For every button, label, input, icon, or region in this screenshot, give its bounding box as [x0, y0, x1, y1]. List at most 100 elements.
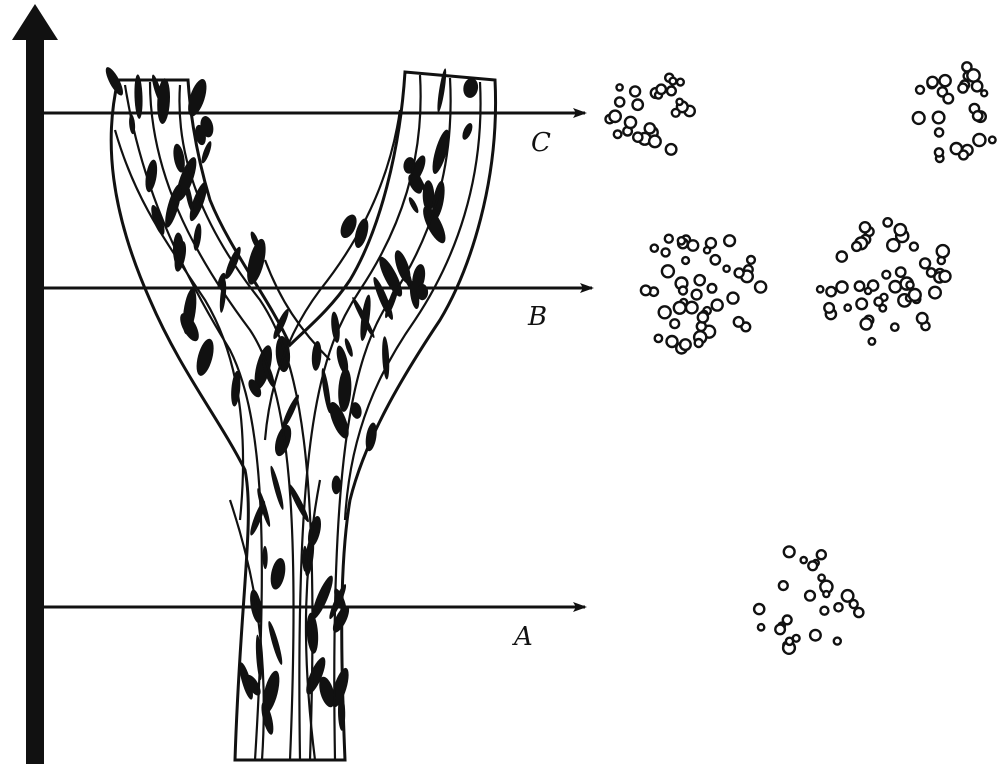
cell-dot [875, 298, 883, 306]
cell-dot [861, 318, 872, 329]
cell-dot [641, 286, 651, 296]
cell-dot [682, 257, 689, 264]
cell-dot [680, 339, 691, 350]
cell-dot [929, 287, 941, 299]
cell-dot [935, 148, 943, 156]
cell-dot [758, 624, 764, 630]
cell-dot [944, 94, 954, 104]
cross-section-c-left [606, 74, 695, 155]
cell-dot [842, 590, 854, 602]
cell-dot [927, 77, 937, 87]
cell-dot [708, 284, 717, 293]
cell-dot [917, 313, 928, 324]
cell-dot [724, 235, 735, 246]
cell-dot [670, 78, 677, 85]
cell-dot [852, 242, 861, 251]
cell-dot [686, 302, 698, 314]
cell-dot [845, 305, 851, 311]
cell-dot [801, 557, 807, 563]
cell-dot [940, 271, 951, 282]
cell-dot [895, 224, 906, 235]
cell-dot [855, 282, 864, 291]
left-branch [111, 72, 495, 760]
cell-dot [728, 293, 739, 304]
cell-dot [645, 123, 655, 133]
cell-dot [817, 550, 826, 559]
cell-dot [672, 109, 680, 117]
cell-dot [882, 271, 890, 279]
cell-dot [711, 255, 720, 264]
cell-dot [920, 258, 930, 268]
cell-dot [910, 243, 918, 251]
cell-dot [810, 630, 821, 641]
cell-dot [747, 256, 755, 264]
cross-section-a [754, 546, 863, 653]
label-b: B [527, 302, 547, 332]
cell-dot [677, 79, 684, 86]
cell-dot [692, 290, 702, 300]
cell-dot [884, 218, 892, 226]
cell-dot [735, 268, 744, 277]
cell-dot [805, 591, 815, 601]
cell-dot [724, 266, 730, 272]
cell-dot [896, 267, 905, 276]
cell-dot [906, 281, 913, 288]
cell-dot [651, 245, 658, 252]
cross-section-c-right [913, 62, 996, 162]
cell-dot [679, 287, 687, 295]
cell-dot [662, 265, 674, 277]
cell-dot [625, 117, 636, 128]
cell-dot [674, 302, 686, 314]
cell-dot [869, 338, 876, 345]
cell-dot [657, 85, 666, 94]
cell-dot [712, 300, 723, 311]
cell-dot [667, 87, 676, 96]
branching-trunk [103, 65, 496, 760]
cell-dot [617, 84, 623, 90]
cell-dot [609, 111, 620, 122]
cell-dot [665, 235, 673, 243]
cell-dot [677, 99, 683, 105]
cell-dot [890, 281, 901, 292]
cell-dot [973, 134, 985, 146]
cell-dot [891, 323, 898, 330]
cell-dot [836, 282, 847, 293]
cell-dot [614, 130, 622, 138]
cell-dot [667, 336, 678, 347]
cell-dot [959, 151, 968, 160]
cell-dot [754, 604, 764, 614]
cell-dot [913, 112, 925, 124]
cell-dot [837, 252, 847, 262]
cell-dot [820, 607, 828, 615]
cell-dot [909, 289, 921, 301]
cell-dot [779, 581, 788, 590]
cell-dot [655, 335, 662, 342]
cell-dot [734, 317, 744, 327]
cell-dot [704, 247, 710, 253]
cell-dot [688, 240, 698, 250]
cell-dot [817, 286, 823, 292]
cell-dot [695, 339, 703, 347]
cell-dot [633, 100, 643, 110]
label-a: A [512, 622, 533, 652]
cross-section-b-left [641, 235, 766, 354]
cell-dot [823, 591, 829, 597]
cell-dot [662, 248, 670, 256]
cell-dot [989, 137, 996, 144]
label-c: C [531, 128, 551, 158]
cell-dot [935, 128, 943, 136]
cell-dot [967, 69, 979, 81]
cell-dot [860, 222, 870, 232]
cell-dot [916, 86, 924, 94]
cell-dot [824, 303, 834, 313]
cell-dot [775, 625, 785, 635]
cell-dot [666, 144, 677, 155]
cell-dot [678, 237, 685, 244]
cell-dot [784, 546, 795, 557]
cell-dot [630, 86, 640, 96]
cell-dot [786, 638, 793, 645]
cell-dot [649, 136, 661, 148]
cell-dot [981, 90, 987, 96]
cell-dot [615, 97, 624, 106]
cell-dot [633, 133, 642, 142]
